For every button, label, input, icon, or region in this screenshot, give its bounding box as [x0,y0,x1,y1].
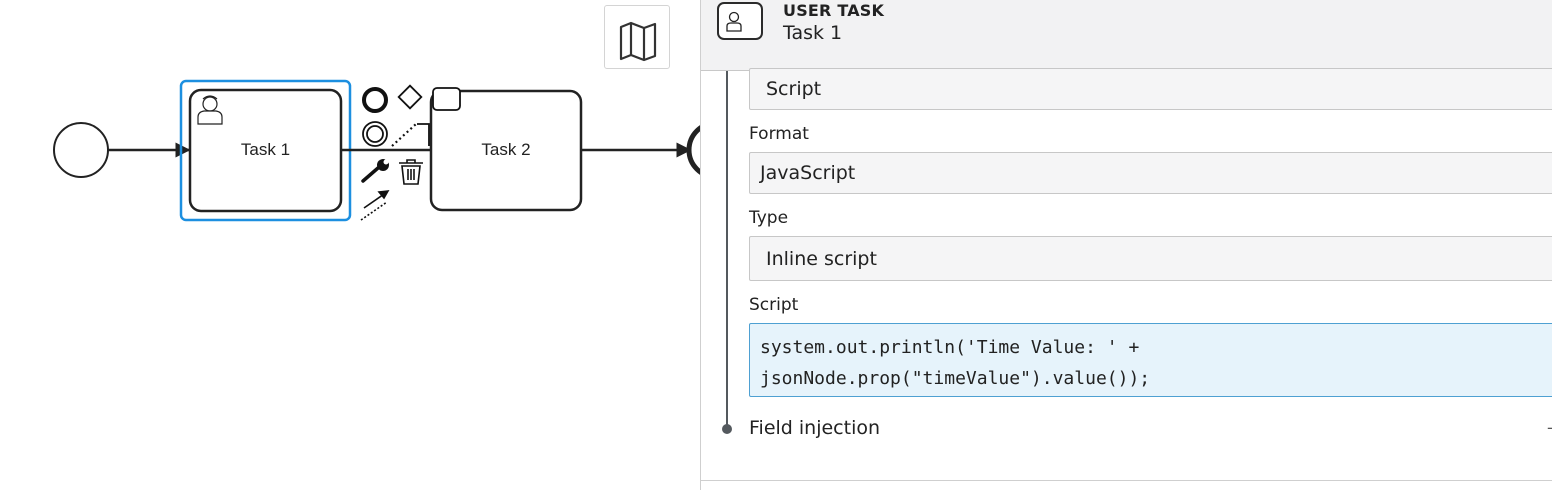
minimap-toggle-button[interactable] [604,5,670,69]
group-indent-dot [722,424,732,434]
format-value: JavaScript [760,162,856,184]
delete-icon[interactable] [399,159,423,185]
task-icon[interactable] [432,87,461,111]
implementation-select[interactable]: Script [749,68,1552,110]
field-injection-group-header[interactable]: Field injection [749,417,881,439]
script-textarea[interactable]: system.out.println('Time Value: ' + json… [749,323,1552,397]
task-2-label: Task 2 [481,140,531,159]
element-name-label: Task 1 [783,22,843,44]
implementation-value: Script [766,78,822,100]
panel-divider [701,480,1552,481]
properties-panel: USER TASK Task 1 Script Format JavaScrip… [700,0,1552,490]
wrench-icon[interactable] [361,159,389,183]
script-line-1: system.out.println('Time Value: ' + [760,337,1140,358]
end-event-icon[interactable] [362,87,388,113]
script-line-2: jsonNode.prop("timeValue").value()); [760,368,1151,389]
sequence-flow-icon[interactable] [360,190,390,221]
start-event[interactable] [53,122,109,178]
map-icon [619,21,657,62]
user-task-icon [197,95,223,125]
end-event[interactable] [686,123,700,177]
script-label: Script [749,295,799,315]
context-pad[interactable] [360,84,461,221]
element-type-label: USER TASK [783,1,885,20]
gateway-icon[interactable] [397,84,423,110]
collapse-indicator[interactable]: - [1547,418,1552,437]
type-value: Inline script [766,248,877,270]
type-label: Type [749,208,789,228]
type-select[interactable]: Inline script [749,236,1552,281]
panel-header: USER TASK Task 1 [701,0,1552,71]
intermediate-event-icon[interactable] [362,121,388,147]
diagram-svg [53,79,700,222]
user-task-icon [717,2,763,40]
task-1-label: Task 1 [240,140,291,159]
connect-icon[interactable] [391,123,430,147]
format-label: Format [749,124,809,144]
bpmn-canvas[interactable]: Task 1 Task 2 [0,0,700,490]
group-indent-line [726,71,728,429]
format-input[interactable]: JavaScript [749,152,1552,194]
